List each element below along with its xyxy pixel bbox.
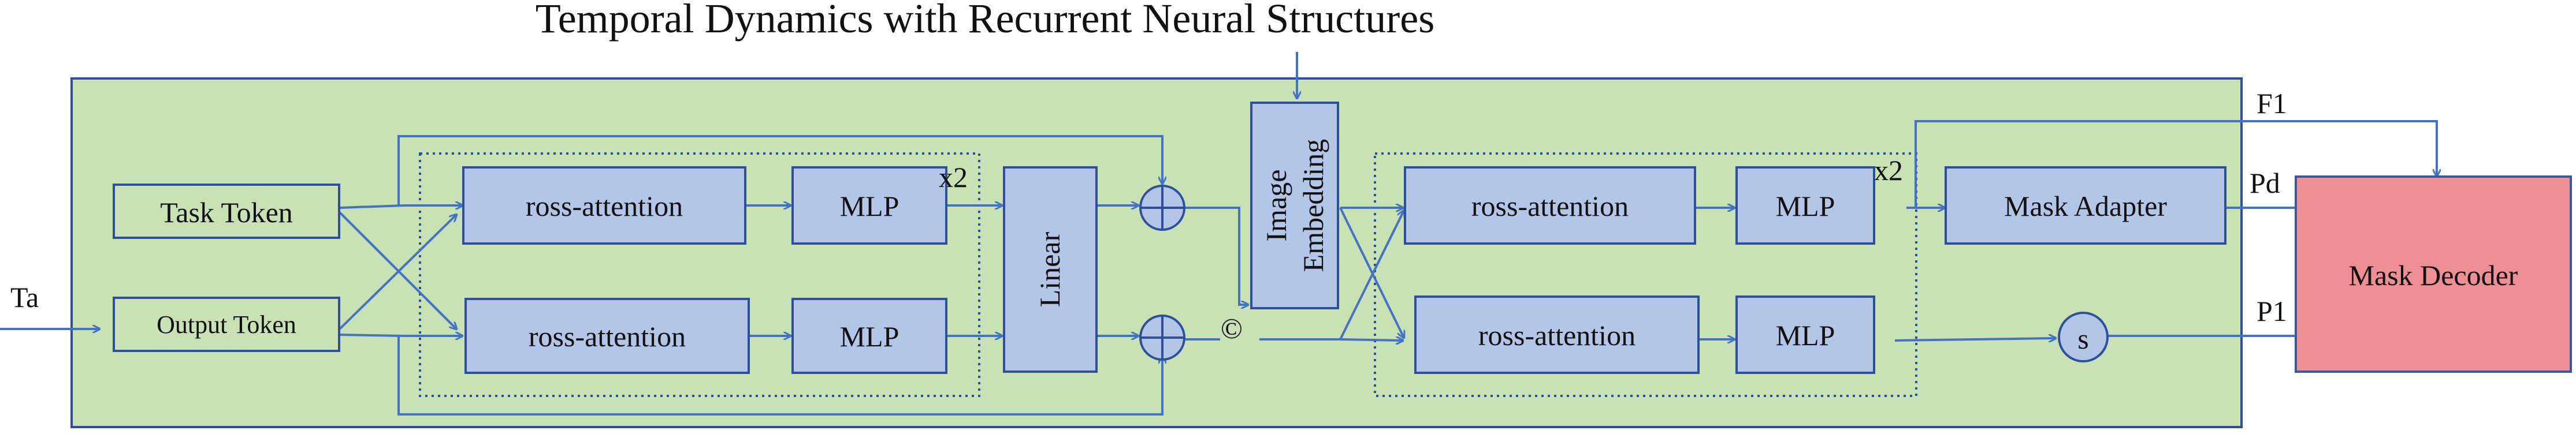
output-to-xattn-bottom-arrow — [339, 335, 462, 336]
s-node — [2058, 312, 2109, 362]
output-token-box — [113, 297, 340, 352]
cross-attention-top-left-label: ross-attention — [526, 190, 683, 222]
left-repeat-group — [419, 152, 980, 397]
mlp-top-left — [791, 166, 947, 245]
task-to-xattn-top-arrow — [339, 205, 462, 208]
cross-attention-top-right-label: ross-attention — [1471, 190, 1629, 222]
output-to-xattn-top-arrow — [339, 215, 456, 330]
mlp-top-right — [1735, 166, 1875, 245]
bypass-bottom-arrow — [397, 336, 1162, 416]
p1-label: P1 — [2257, 295, 2287, 327]
mlp-bottom-right — [1735, 295, 1875, 374]
concat-xattn-bottom-arrow — [1340, 339, 1403, 341]
mlp-top-left-label: MLP — [840, 190, 899, 222]
right-repeat-group — [1374, 152, 1917, 397]
f1-arrow — [1915, 120, 2437, 208]
add-node-top — [1139, 185, 1185, 231]
cross-attention-bottom-right — [1414, 295, 1700, 374]
diagram-title: Temporal Dynamics with Recurrent Neural … — [536, 0, 1434, 42]
x2-right-label: x2 — [1874, 154, 1903, 186]
task-token-box — [113, 184, 340, 239]
mask-decoder-block — [2295, 175, 2572, 373]
image-embedding-label-line1: Image — [1260, 170, 1292, 242]
image-embedding-block — [1250, 102, 1339, 309]
image-embedding-label-line2: Embedding — [1297, 139, 1329, 272]
cross-attention-bottom-left-label: ross-attention — [529, 320, 686, 353]
concat-symbol: © — [1221, 312, 1243, 345]
linear-block — [1003, 166, 1098, 373]
x2-left-label: x2 — [939, 161, 968, 193]
cross-attention-top-left — [462, 166, 746, 245]
plus-top-to-embedding-arrow — [1185, 207, 1248, 305]
linear-label: Linear — [1034, 231, 1066, 307]
bypass-top-arrow — [397, 135, 1162, 205]
concat-xattn-top-arrow — [1339, 211, 1404, 340]
mlp-bottom-left-label: MLP — [840, 320, 899, 353]
cross-attention-bottom-right-label: ross-attention — [1478, 319, 1635, 351]
output-token-label: Output Token — [157, 310, 296, 339]
connection-wires — [0, 52, 2437, 416]
ta-label: Ta — [10, 281, 39, 313]
add-node-bottom — [1139, 315, 1185, 361]
f1-label: F1 — [2257, 87, 2287, 119]
pd-label: Pd — [2250, 167, 2280, 199]
mask-adapter-label: Mask Adapter — [2004, 190, 2167, 222]
mlp-s-arrow — [1894, 338, 2055, 341]
mlp-top-right-label: MLP — [1776, 190, 1835, 222]
cross-attention-top-right — [1404, 166, 1696, 245]
s-node-label: s — [2077, 323, 2088, 355]
mlp-bottom-right-label: MLP — [1776, 319, 1835, 351]
mlp-bottom-left — [791, 298, 947, 374]
mask-adapter-block — [1945, 166, 2226, 245]
mask-decoder-label: Mask Decoder — [2349, 259, 2518, 291]
cross-attention-bottom-left — [464, 298, 750, 374]
task-token-label: Task Token — [160, 196, 293, 229]
